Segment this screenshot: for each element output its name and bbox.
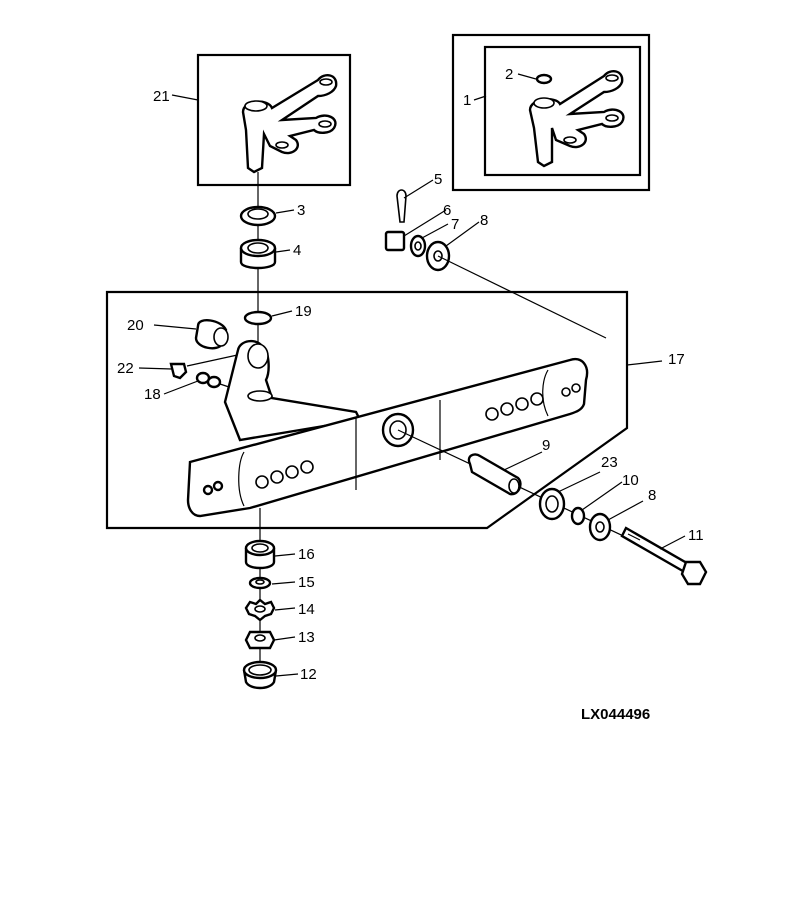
lock-washer-10: 10 [570,472,639,526]
callout-11: 11 [688,527,704,544]
callout-17: 17 [668,351,685,368]
cap-12: 12 [242,660,317,690]
bolt-11: 11 [620,526,708,586]
grease-fitting-22: 22 [117,353,243,380]
callout-21: 21 [153,88,170,105]
figure-id: LX044496 [581,706,650,723]
callout-10: 10 [622,472,639,489]
callout-18: 18 [144,386,161,403]
washer-8-lower: 8 [588,487,656,542]
assembly-drawing [528,70,625,168]
bushing-20: 20 [127,317,229,350]
callout-22: 22 [117,360,134,377]
callout-2: 2 [505,66,513,83]
bearing-16: 16 [244,539,315,570]
castle-nut-13: 13 [244,629,315,650]
callout-4: 4 [293,242,301,259]
spindle-drawing [241,74,338,174]
callout-19: 19 [295,303,312,320]
spindle-inset-box: 21 [153,53,352,187]
callout-3: 3 [297,202,305,219]
callout-8: 8 [480,212,488,229]
axle-frame-box: 17 [105,290,685,530]
callout-6: 6 [443,202,451,219]
cotter-pin-5: 5 [396,171,442,223]
lock-washer-14: 14 [244,598,315,622]
callout-13: 13 [298,629,315,646]
callout-9: 9 [542,437,550,454]
washer-15: 15 [248,574,315,591]
callout-16: 16 [298,546,315,563]
seal-washer-23: 23 [538,454,618,521]
snap-ring-19: 19 [243,303,312,326]
callout-8-lower: 8 [648,487,656,504]
bearing-4: 4 [239,238,301,270]
callout-12: 12 [300,666,317,683]
front-axle-drawing [186,339,589,518]
nut-2 [535,73,553,85]
seal-3: 3 [239,202,305,227]
callout-14: 14 [298,601,315,618]
callout-15: 15 [298,574,315,591]
callout-7: 7 [451,216,459,233]
callout-23: 23 [601,454,618,471]
callout-1: 1 [463,92,471,109]
bushing-9: 9 [467,437,550,496]
callout-5: 5 [434,171,442,188]
nut-washer-stack: 6 7 8 [384,202,607,339]
assembly-inset-box: 2 1 [451,33,651,192]
callout-20: 20 [127,317,144,334]
